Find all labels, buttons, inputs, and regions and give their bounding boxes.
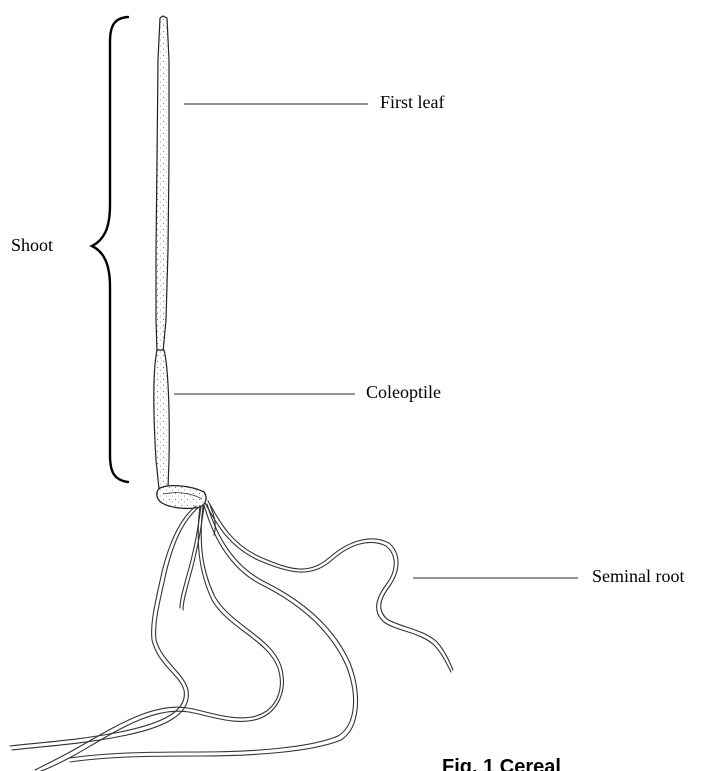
first-leaf	[156, 16, 169, 352]
coleoptile-label: Coleoptile	[366, 383, 441, 401]
coleoptile	[154, 350, 169, 489]
shoot-label: Shoot	[11, 236, 53, 254]
seminal-root-label: Seminal root	[592, 567, 685, 585]
first-leaf-label: First leaf	[380, 93, 445, 111]
figure-caption: Fig. 1 Cereal	[442, 757, 561, 771]
seminal-roots	[10, 501, 453, 771]
shoot-brace	[92, 17, 128, 482]
